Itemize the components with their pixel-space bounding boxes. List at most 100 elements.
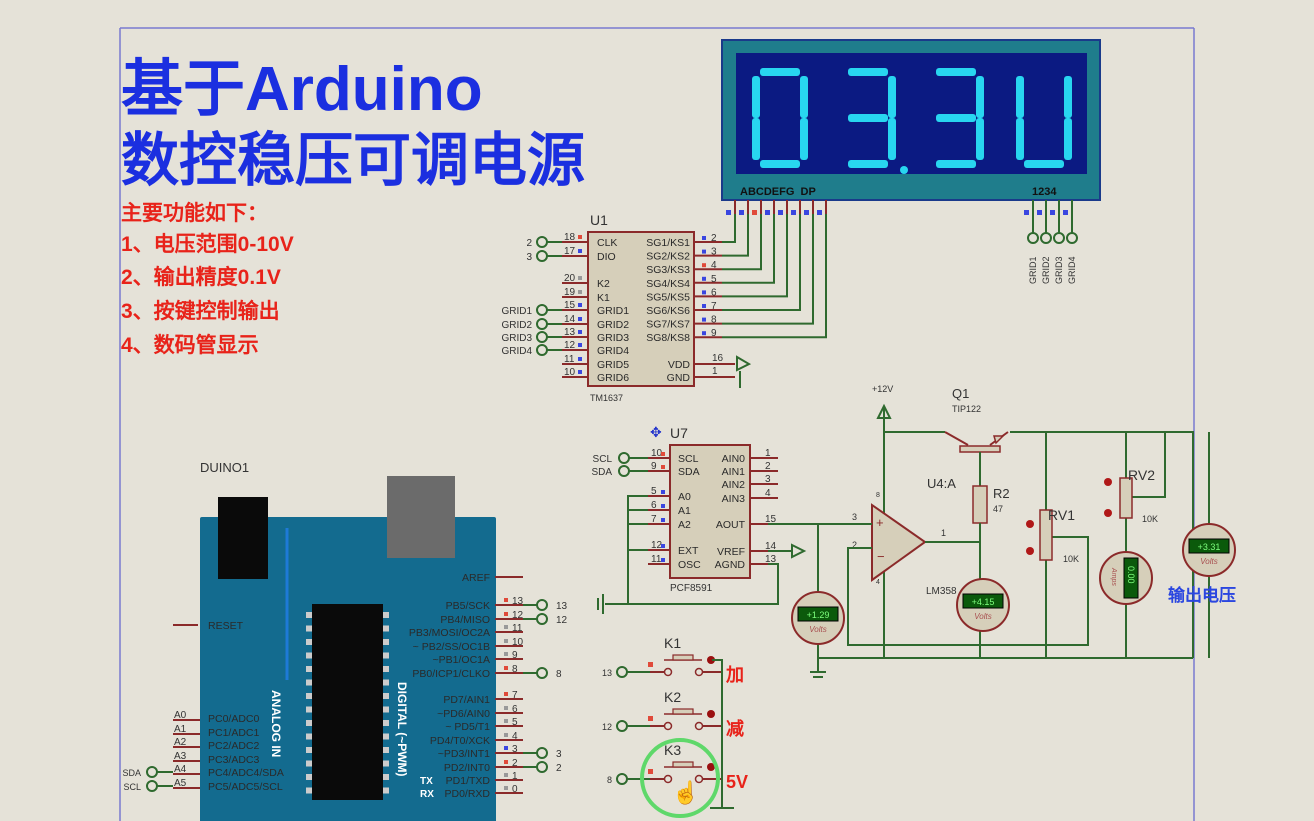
arduino-ref: DUINO1 [200,460,249,475]
u7-pcf8591[interactable]: ✥ U7 PCF8591 SCL10SCLSDA9SDAA05A16A27EXT… [591,424,778,594]
segment-c [888,118,896,160]
digital-title: DIGITAL (~PWM) [395,682,409,777]
u1-pin-name: GRID5 [597,359,629,371]
opamp-ref: U4:A [927,476,956,491]
u7-ref: U7 [670,425,688,441]
opamp-part: LM358 [926,586,957,597]
segment-a [760,68,800,76]
arduino-pin-name: PC3/ADC3 [208,754,260,766]
rv1-increase-icon[interactable] [1026,520,1034,528]
grid-terminal[interactable] [1027,232,1039,244]
vdd-terminal-icon [736,355,752,372]
seven-segment-display[interactable]: ABCDEFG DP 1234 [721,39,1101,201]
grid-label: GRID1 [1028,256,1038,284]
u7-pin-name: OSC [678,559,701,571]
u1-pin-number: 2 [711,233,717,244]
arduino-pin-number: 5 [512,717,518,728]
display-digits [752,68,1072,174]
rv2-value: 10K [1142,514,1158,524]
segment-d [936,160,976,168]
move-handle-icon[interactable]: ✥ [650,424,662,440]
net-label: SCL [593,454,613,465]
arduino-pin-name: PD4/T0/XCK [430,735,490,747]
net-terminal[interactable] [616,720,628,732]
rv1-decrease-icon[interactable] [1026,547,1034,555]
arduino-pin-number: 13 [512,596,524,607]
arduino-pin-name: PD0/RXD [444,788,490,800]
u1-pin-number: 11 [564,354,575,365]
net-label: GRID1 [501,306,532,317]
u7-pin-number: 13 [765,554,777,565]
transistor-q1[interactable] [944,431,1009,486]
u1-pin-number: 5 [711,274,717,285]
grid-terminal[interactable] [1053,232,1065,244]
net-label: 12 [556,615,568,626]
u7-pin-name: AIN1 [722,466,746,478]
net-terminal[interactable] [536,761,548,773]
rv2-decrease-icon[interactable] [1104,509,1112,517]
net-terminal[interactable] [536,250,548,262]
net-terminal[interactable] [616,773,628,785]
arduino-pin-number: 8 [512,664,518,675]
arduino-board[interactable]: DUINO1 ANALOG IN DIGITAL (~PWM) TX RX RE… [122,460,568,821]
u7-pin-name: AOUT [716,519,746,531]
rv2-increase-icon[interactable] [1104,478,1112,486]
net-terminal[interactable] [616,666,628,678]
segment-c [800,118,808,160]
u1-pin-name: GRID2 [597,319,629,331]
opamp-u4a[interactable]: + − 3 2 1 8 4 [852,492,980,586]
u7-pin-number: 9 [651,461,657,472]
segment-wire [722,214,775,284]
net-terminal[interactable] [536,318,548,330]
arduino-pin-number: 12 [512,610,524,621]
arduino-pin-name: PC2/ADC2 [208,740,260,752]
net-terminal[interactable] [536,331,548,343]
arduino-pin-number: 2 [512,758,518,769]
u1-pin-name: SG1/KS1 [646,237,690,249]
u1-tm1637[interactable]: U1 TM1637 CLK182DIO173K220K119GRID115GRI… [501,212,752,403]
arduino-pin-name: ~PD6/AIN0 [437,708,490,720]
key-ref: K2 [664,689,681,705]
arduino-pin-number: 6 [512,704,518,715]
u1-pin-number: 6 [711,287,717,298]
net-terminal[interactable] [536,747,548,759]
net-terminal[interactable] [146,766,158,778]
power-stage: +12V Q1 TIP122 U4:A R2 47 + − 3 2 1 [768,384,1236,678]
grid-terminal[interactable] [1040,232,1052,244]
net-terminal[interactable] [536,344,548,356]
segment-wire [722,214,788,298]
net-terminal[interactable] [146,780,158,792]
u1-pin-number: 14 [564,314,576,325]
arduino-pin-number: 3 [512,744,518,755]
meter-unit: Amps [1110,567,1117,586]
grid-terminal[interactable] [1066,232,1078,244]
net-terminal[interactable] [536,236,548,248]
net-terminal[interactable] [536,304,548,316]
arduino-pin-number: A2 [174,737,187,748]
u1-pin-name: SG8/KS8 [646,332,690,344]
segment-g [936,114,976,122]
arduino-pin-name: PD7/AIN1 [443,694,490,706]
net-terminal[interactable] [536,667,548,679]
net-terminal[interactable] [618,465,630,477]
arduino-pin-name: ~ PD5/T1 [445,721,490,733]
rv1-value: 10K [1063,554,1079,564]
u1-pin-name: CLK [597,237,617,249]
arduino-pin-name: PB4/MISO [440,614,490,626]
potentiometer-rv1[interactable] [1039,509,1053,561]
net-terminal[interactable] [536,613,548,625]
u1-pin-number: 7 [711,301,717,312]
potentiometer-rv2[interactable] [1119,477,1133,519]
resistor-r2[interactable] [972,485,988,524]
net-terminal[interactable] [536,599,548,611]
net-terminal[interactable] [618,452,630,464]
arduino-pin-number: 10 [512,637,524,648]
